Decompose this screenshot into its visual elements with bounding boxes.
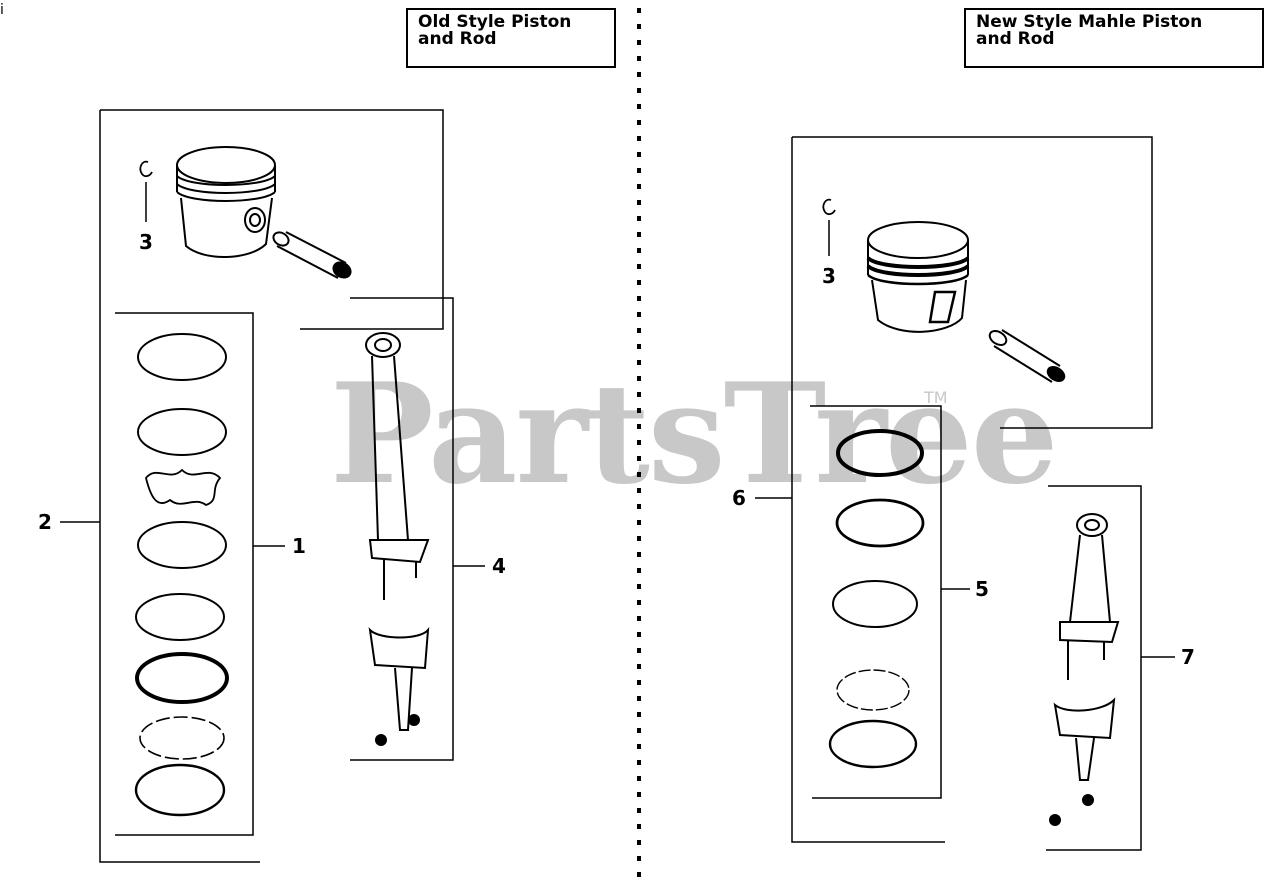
right-rod-bracket bbox=[1046, 485, 1142, 851]
watermark-tm: TM bbox=[924, 388, 948, 407]
right-set-bracket bbox=[791, 137, 945, 843]
left-panel-title: Old Style Piston and Rod bbox=[406, 8, 616, 68]
right-panel-title: New Style Mahle Piston and Rod bbox=[964, 8, 1264, 68]
left-connecting-rod bbox=[365, 332, 430, 746]
left-ring-stack bbox=[134, 333, 229, 817]
right-ring-stack bbox=[828, 429, 925, 769]
left-rod-bracket bbox=[350, 297, 454, 761]
right-piston-bracket bbox=[792, 136, 1153, 429]
right-connecting-rod bbox=[1049, 513, 1120, 826]
left-piston bbox=[176, 146, 276, 258]
corner-mark: i bbox=[0, 2, 4, 18]
left-piston-bracket bbox=[100, 109, 444, 330]
left-rings-bracket bbox=[115, 312, 254, 836]
right-retainer-clip bbox=[822, 198, 836, 216]
left-callout-rings: 1 bbox=[292, 534, 306, 558]
right-callout-retainer: 3 bbox=[822, 264, 836, 288]
watermark: PartsTree bbox=[330, 352, 1059, 515]
right-callout-rings: 5 bbox=[975, 577, 989, 601]
left-callout-piston-set: 2 bbox=[38, 510, 52, 534]
right-rings-bracket bbox=[810, 405, 942, 799]
left-callout-retainer: 3 bbox=[139, 230, 153, 254]
right-wrist-pin bbox=[988, 329, 1066, 383]
left-retainer-clip bbox=[139, 160, 153, 178]
left-wrist-pin bbox=[272, 231, 352, 279]
right-piston bbox=[866, 221, 970, 333]
left-callout-rod: 4 bbox=[492, 554, 506, 578]
right-callout-rod: 7 bbox=[1181, 645, 1195, 669]
left-set-bracket bbox=[99, 110, 260, 863]
right-callout-piston-set: 6 bbox=[732, 486, 746, 510]
